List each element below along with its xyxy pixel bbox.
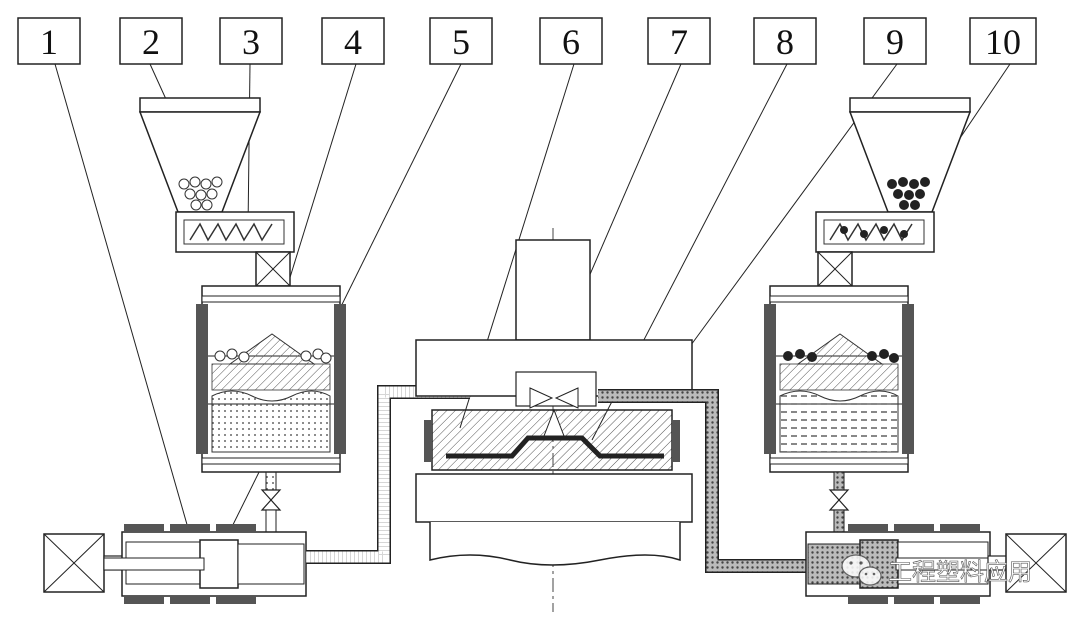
right-hopper-unit (764, 97, 972, 533)
label-text-7: 7 (670, 22, 688, 62)
label-box-9: 9 (863, 17, 927, 65)
label-box-10: 10 (969, 17, 1037, 65)
press-base (429, 522, 681, 566)
label-box-7: 7 (647, 17, 711, 65)
label-text-4: 4 (344, 22, 362, 62)
left-material-cone (228, 333, 316, 365)
mold-press (415, 239, 693, 566)
right-screw-feeder (823, 219, 925, 245)
right-melt-pipe (598, 390, 830, 572)
leader-line-1 (54, 63, 191, 536)
label-box-8: 8 (753, 17, 817, 65)
leader-line-3 (247, 63, 251, 231)
left-hopper-pellets (178, 176, 223, 211)
left-piston (199, 539, 239, 589)
left-chamber-pellets (214, 348, 332, 364)
label-box-3: 3 (219, 17, 283, 65)
label-box-2: 2 (119, 17, 183, 65)
left-screw-feeder (183, 219, 285, 245)
right-injection-unit (805, 524, 1067, 604)
nozzle-block (515, 371, 597, 407)
left-injection-unit (43, 524, 307, 604)
molded-part (446, 435, 664, 459)
left-screw-flight (189, 222, 273, 242)
label-text-3: 3 (242, 22, 260, 62)
watermark-text: 工程塑料应用 (888, 558, 1032, 586)
left-screw-rod (103, 557, 205, 571)
label-box-6: 6 (539, 17, 603, 65)
left-barrel-heaters (124, 524, 256, 604)
right-heater-right (902, 304, 914, 454)
label-text-9: 9 (886, 22, 904, 62)
right-chamber-pellets (783, 349, 899, 363)
left-hopper-rim (139, 97, 261, 113)
label-text-5: 5 (452, 22, 470, 62)
label-text-1: 1 (40, 22, 58, 62)
right-melt-layer (779, 390, 899, 453)
label-text-2: 2 (142, 22, 160, 62)
right-hopper-rim (849, 97, 971, 113)
left-heater-right (334, 304, 346, 454)
left-valve (260, 489, 282, 501)
watermark: 工程塑料应用 (841, 554, 1032, 586)
left-melt-layer (211, 390, 331, 453)
press-ram (515, 239, 591, 341)
label-box-1: 1 (17, 17, 81, 65)
label-text-10: 10 (985, 22, 1021, 62)
right-material-cone (796, 333, 884, 365)
label-box-4: 4 (321, 17, 385, 65)
right-barrel-heaters (848, 524, 980, 604)
left-heater-left (196, 304, 208, 454)
right-hopper-pellets (887, 177, 930, 210)
lower-platen (415, 473, 693, 523)
label-box-5: 5 (429, 17, 493, 65)
left-hopper-unit (138, 97, 346, 533)
label-text-6: 6 (562, 22, 580, 62)
label-row: 1 2 3 4 5 6 7 8 9 10 (17, 17, 1037, 65)
right-heater-left (764, 304, 776, 454)
label-text-8: 8 (776, 22, 794, 62)
right-valve (828, 489, 850, 501)
wechat-icon (841, 554, 882, 586)
